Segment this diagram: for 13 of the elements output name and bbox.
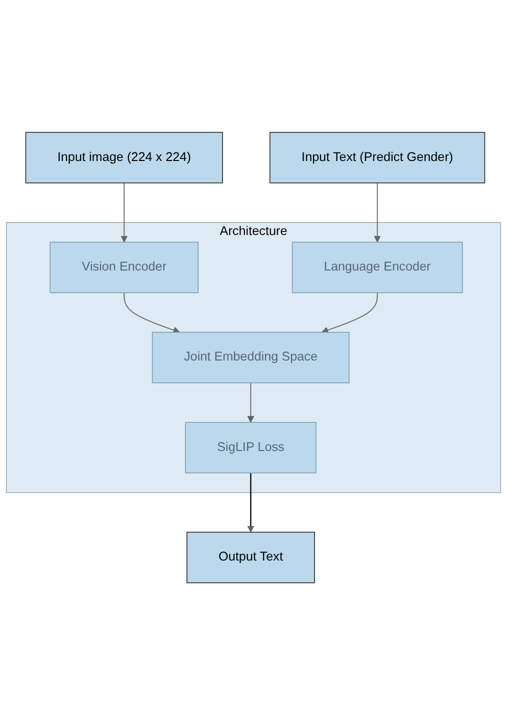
node-box: Input Text (Predict Gender) — [270, 132, 486, 184]
node-box: Joint Embedding Space — [152, 332, 350, 384]
arrow — [247, 382, 254, 423]
arrow — [374, 182, 381, 242]
node-box: Input image (224 x 224) — [25, 132, 223, 184]
node-box: Vision Encoder — [50, 242, 199, 294]
arrow — [247, 472, 254, 532]
node-box: Language Encoder — [292, 242, 463, 294]
node-box: SigLIP Loss — [185, 422, 316, 474]
arrow — [120, 182, 128, 242]
arrow — [124, 292, 180, 334]
node-box: Output Text — [186, 532, 315, 584]
arrow — [322, 292, 378, 334]
